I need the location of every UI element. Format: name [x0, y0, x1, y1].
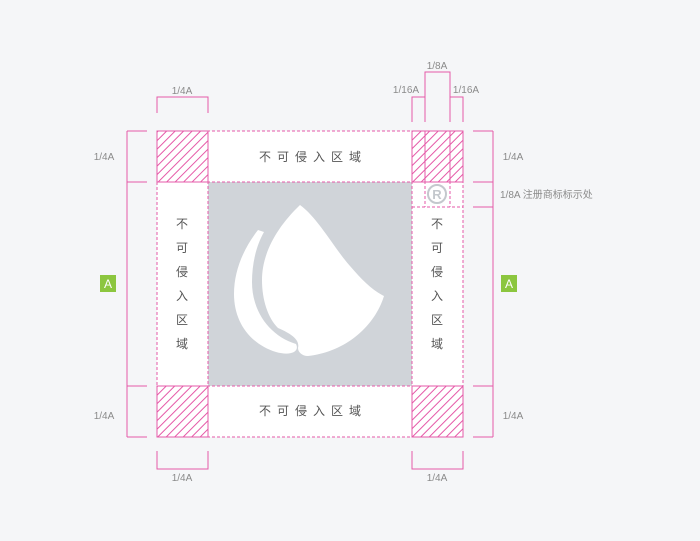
- zone-text-top: 不可侵入区域: [259, 149, 367, 164]
- label-sixteenth-left: 1/16A: [393, 85, 419, 96]
- svg-text:侵: 侵: [176, 264, 188, 279]
- zone-text-right: 不 可 侵 入 区 域: [431, 217, 443, 351]
- label-sixteenth-right: 1/16A: [453, 85, 479, 96]
- hatched-corner-top-left: [156, 130, 209, 183]
- svg-text:区: 区: [176, 313, 188, 327]
- svg-text:R: R: [432, 187, 442, 202]
- svg-text:可: 可: [176, 241, 188, 255]
- svg-text:入: 入: [176, 289, 188, 303]
- hatched-corner-bottom-left: [156, 385, 209, 438]
- svg-text:A: A: [505, 277, 513, 291]
- svg-text:域: 域: [176, 337, 188, 351]
- size-marker-left: A: [100, 275, 116, 292]
- svg-text:侵: 侵: [431, 264, 443, 279]
- label-quarter-bottom-right: 1/4A: [427, 473, 448, 484]
- svg-text:不: 不: [176, 217, 188, 231]
- dimension-lines: [126, 71, 494, 470]
- zone-text-left: 不 可 侵 入 区 域: [176, 217, 188, 351]
- label-quarter-right-bottom: 1/4A: [503, 411, 524, 422]
- label-eighth-top: 1/8A: [427, 61, 448, 72]
- svg-text:域: 域: [431, 337, 443, 351]
- label-quarter-right-top: 1/4A: [503, 152, 524, 163]
- zone-text-bottom: 不可侵入区域: [259, 403, 367, 418]
- svg-text:区: 区: [431, 313, 443, 327]
- svg-text:入: 入: [431, 289, 443, 303]
- label-registered-note: 1/8A 注册商标标示处: [500, 188, 593, 201]
- label-quarter-bottom-left: 1/4A: [172, 473, 193, 484]
- size-marker-right: A: [501, 275, 517, 292]
- svg-text:可: 可: [431, 241, 443, 255]
- hatched-corner-bottom-right: [411, 385, 464, 438]
- label-quarter-left-bottom: 1/4A: [94, 411, 115, 422]
- svg-text:A: A: [104, 277, 112, 291]
- label-quarter-top: 1/4A: [172, 86, 193, 97]
- svg-text:不: 不: [431, 217, 443, 231]
- leaf-moon-icon: [234, 205, 384, 356]
- hatched-corner-top-right: [411, 130, 464, 183]
- label-quarter-left-top: 1/4A: [94, 152, 115, 163]
- registered-trademark-icon: R: [427, 184, 447, 204]
